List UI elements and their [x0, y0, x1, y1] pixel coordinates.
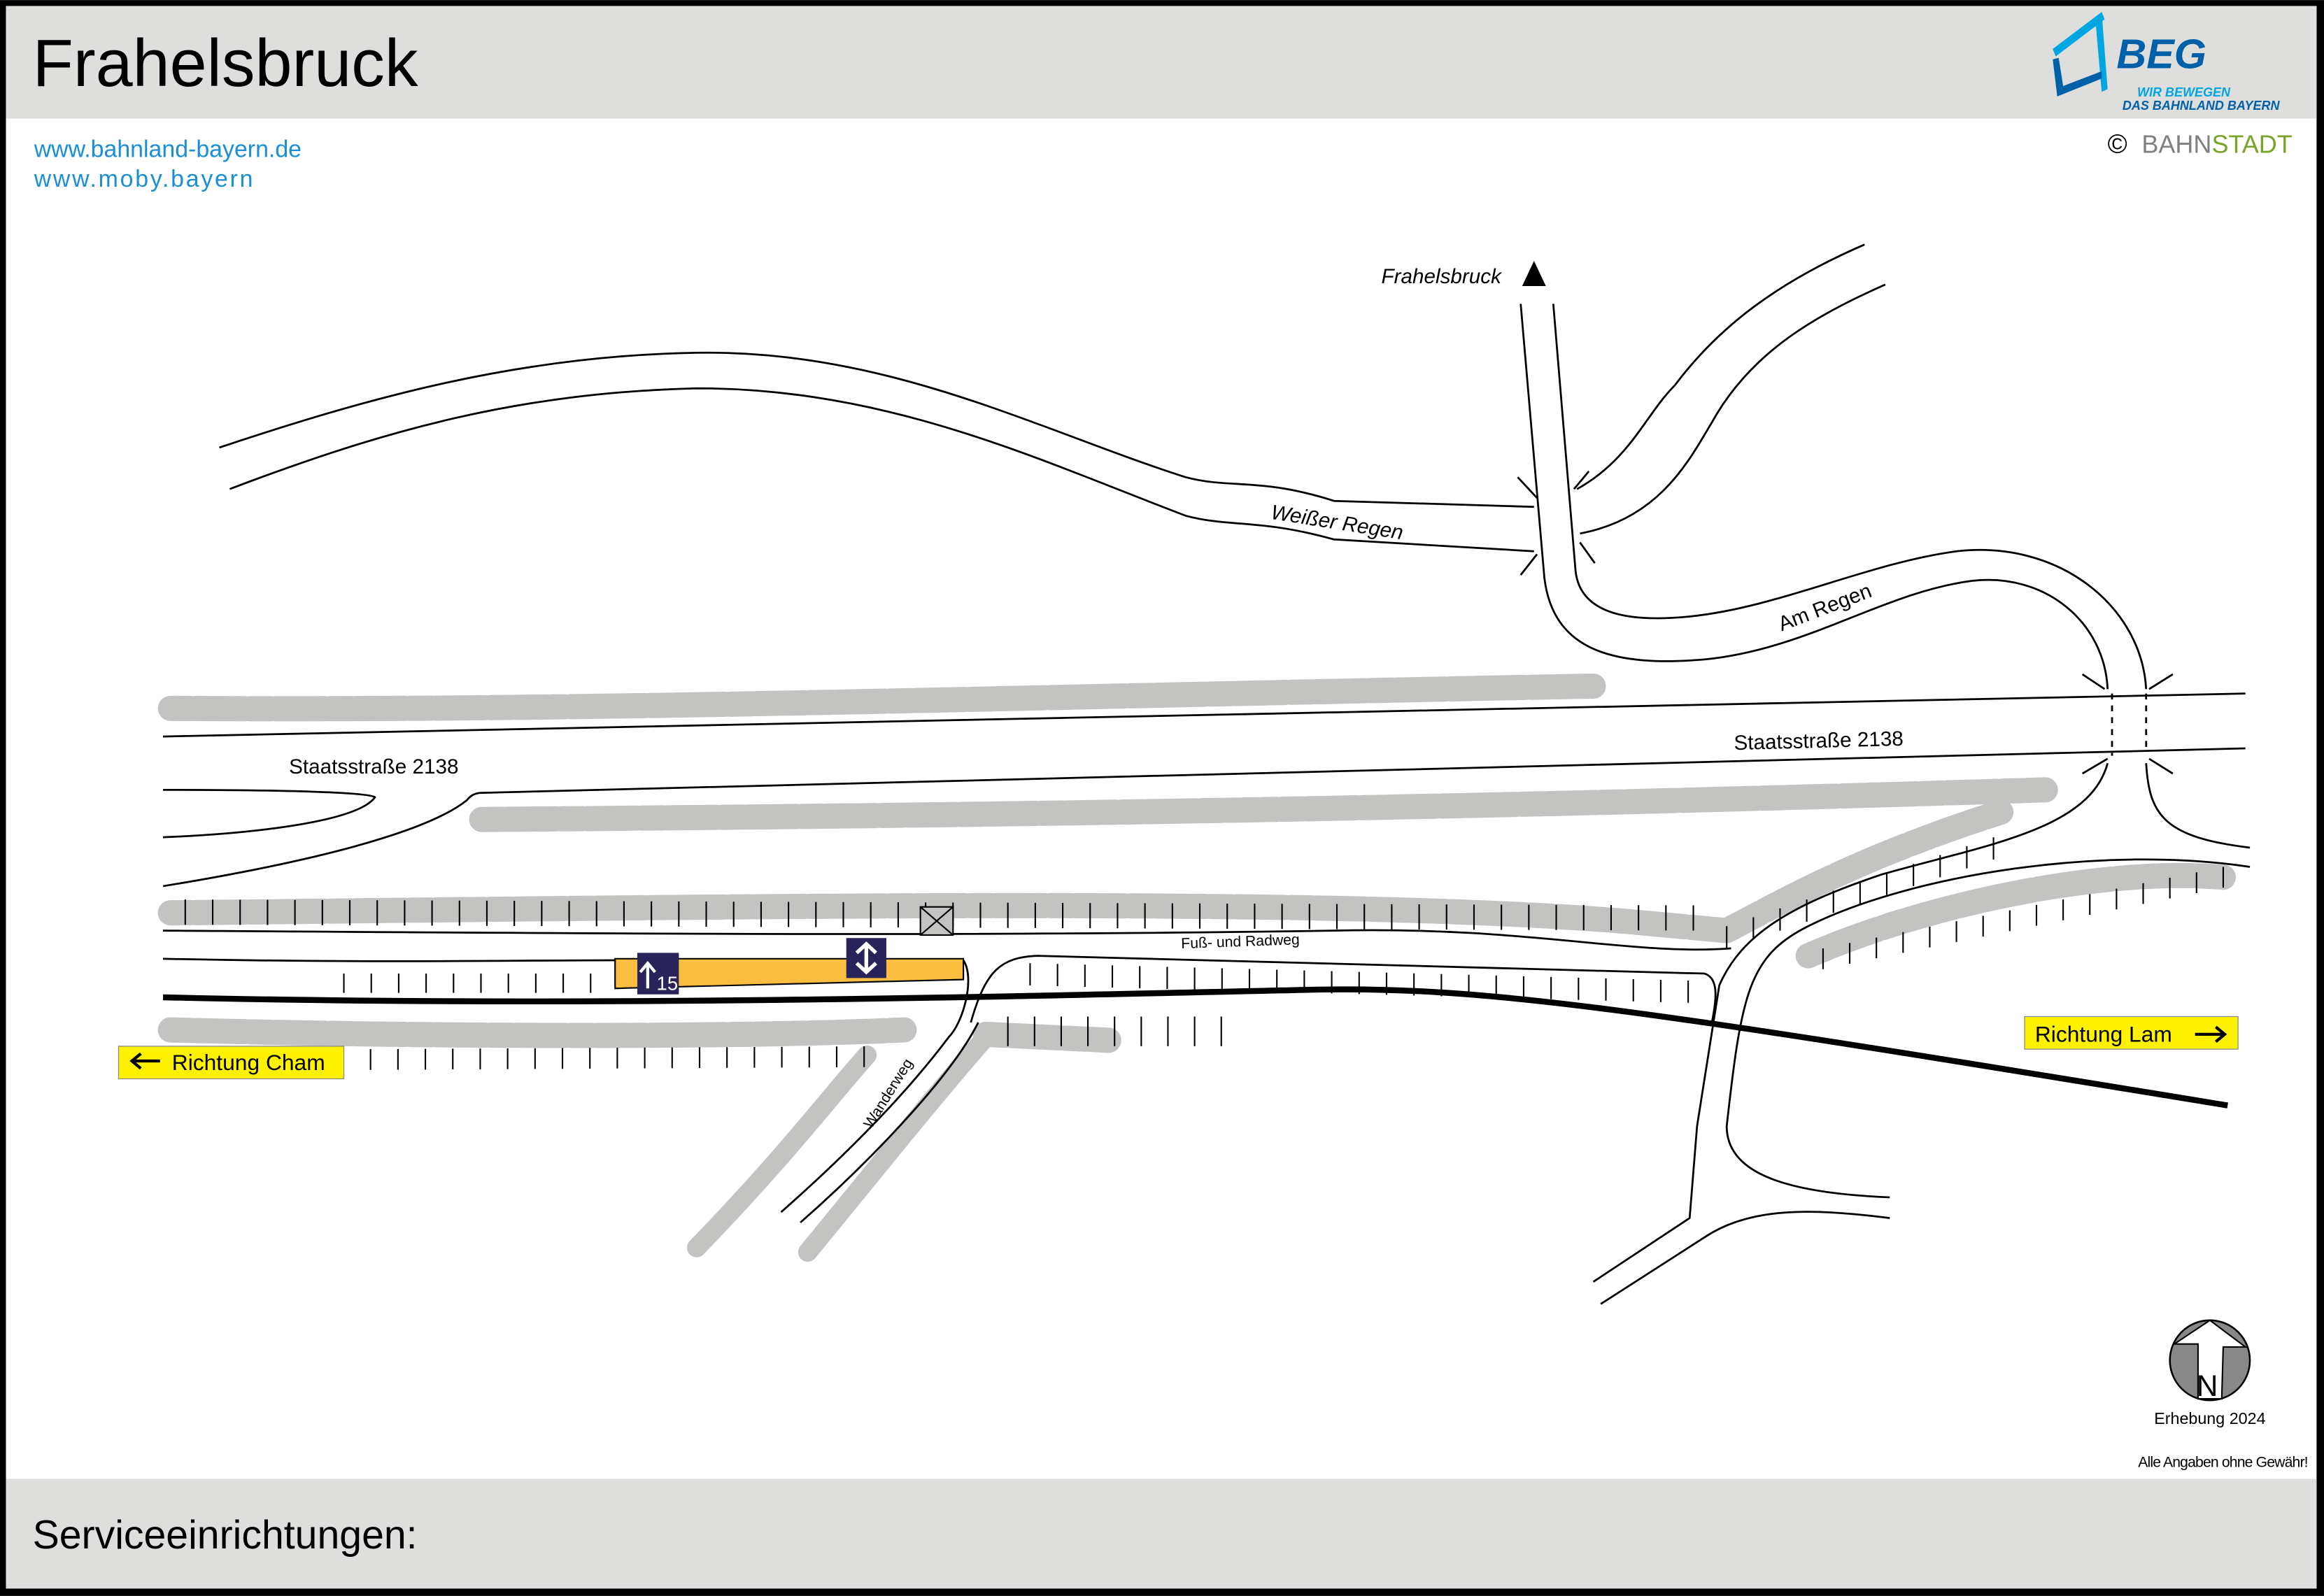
label-staatsstrasse-left: Staatsstraße 2138 [289, 755, 458, 778]
fence-ticks [184, 837, 2224, 1070]
arrow-up-ramp-icon [639, 960, 657, 989]
footer-title: Serviceeinrichtungen: [33, 1513, 418, 1558]
beg-logo: BEG WIR BEWEGEN DAS BAHNLAND BAYERN [2053, 12, 2281, 113]
platform-ramp-sign: 15 [637, 953, 679, 995]
river-weisser-regen [219, 243, 1886, 553]
link-moby[interactable]: www.moby.bayern [34, 166, 255, 192]
svg-text:BEG: BEG [2116, 31, 2206, 78]
arrow-left-icon [129, 1052, 160, 1070]
label-staatsstrasse-right: Staatsstraße 2138 [1734, 727, 1904, 755]
arrow-right-icon [2195, 1025, 2227, 1043]
ticket-machine-icon [919, 906, 954, 936]
svg-text:Richtung Lam: Richtung Lam [2035, 1022, 2172, 1047]
label-frahelsbruck: Frahelsbruck [1382, 265, 1503, 288]
side-roads [1592, 762, 2251, 1305]
direction-cham: Richtung Cham [118, 1046, 345, 1080]
platform-number: 15 [657, 972, 679, 994]
access-sign [846, 938, 886, 978]
page-title: Frahelsbruck [33, 27, 418, 101]
direction-lam: Richtung Lam [2024, 1016, 2239, 1050]
svg-text:N: N [2197, 1369, 2218, 1402]
fuss-und-radweg [163, 929, 1731, 1224]
north-compass-icon: N [2169, 1319, 2251, 1402]
svg-text:WIR BEWEGEN: WIR BEWEGEN [2137, 85, 2231, 99]
svg-text:Richtung Cham: Richtung Cham [172, 1050, 325, 1075]
disclaimer: Alle Angaben ohne Gewähr! [2138, 1455, 2307, 1471]
north-direction-triangle-icon [1522, 260, 1546, 287]
up-down-arrow-icon [855, 941, 877, 975]
survey-year: Erhebung 2024 [2154, 1409, 2265, 1427]
header-bar [6, 6, 2317, 119]
svg-text:DAS BAHNLAND BAYERN: DAS BAHNLAND BAYERN [2123, 99, 2281, 113]
street-am-regen [1517, 304, 2174, 775]
bahnstadt-copyright: © BAHNSTADT [2108, 129, 2293, 159]
railway-track [162, 986, 2228, 1109]
svg-text:BAHNSTADT: BAHNSTADT [2141, 129, 2292, 158]
link-bahnland[interactable]: www.bahnland-bayern.de [34, 136, 302, 163]
staatsstrasse-2138 [162, 692, 2246, 888]
svg-text:©: © [2108, 129, 2127, 159]
footer-bar [6, 1479, 2317, 1589]
